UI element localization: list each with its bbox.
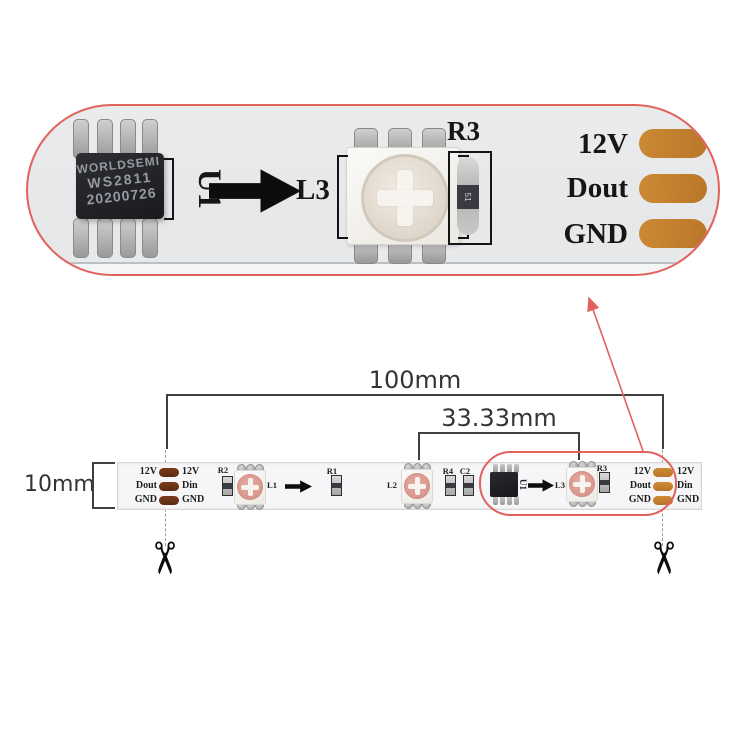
strip-right-label-gnd: GND bbox=[628, 494, 651, 505]
strip-left-label-dout: Dout bbox=[135, 480, 157, 491]
led-ref-designator: L3 bbox=[296, 174, 330, 206]
dimension-width-bracket bbox=[92, 462, 94, 509]
pad-label-gnd: GND bbox=[563, 218, 628, 250]
resistor-body: 51 bbox=[457, 157, 479, 235]
r3-label: R3 bbox=[596, 463, 608, 473]
l1-label: L1 bbox=[267, 480, 277, 490]
r3-resistor bbox=[599, 472, 610, 493]
copper-pad-dout bbox=[639, 174, 707, 203]
ic-pin bbox=[514, 496, 519, 505]
pad-label-dout: Dout bbox=[566, 172, 628, 204]
strip-right-label-12v-outer: 12V bbox=[677, 466, 695, 477]
dimension-length-tick-right bbox=[662, 394, 664, 449]
strip-right-label-dout: Dout bbox=[629, 480, 651, 491]
r4-resistor bbox=[445, 475, 456, 496]
c2-label: C2 bbox=[459, 466, 471, 476]
strip-left-label-12v: 12V bbox=[139, 466, 157, 477]
ic-pin bbox=[514, 464, 519, 473]
strip-left-label-gnd: GND bbox=[134, 494, 157, 505]
resistor-silkscreen-outline bbox=[448, 151, 492, 245]
magnified-section-oval: WORLDSEMI WS2811 20200726 U1 L3 R3 bbox=[26, 104, 720, 276]
scissors-icon: ✂ bbox=[139, 539, 188, 577]
resistor-band-text: 51 bbox=[463, 192, 473, 202]
pad-label-12v: 12V bbox=[578, 128, 628, 160]
chip-silkscreen-bracket bbox=[164, 158, 174, 220]
resistor-ref-designator: R3 bbox=[447, 116, 480, 146]
solder-pad bbox=[159, 496, 179, 505]
led-silkscreen-bracket bbox=[337, 155, 348, 239]
copper-pad-gnd bbox=[639, 219, 707, 248]
solder-pad bbox=[159, 482, 179, 491]
dimension-width-label: 10mm bbox=[24, 472, 95, 497]
r4-label: R4 bbox=[442, 466, 454, 476]
dimension-pitch-tick-right bbox=[578, 432, 580, 460]
dimension-length-label: 100mm bbox=[368, 366, 462, 394]
dimension-length-line bbox=[166, 394, 664, 396]
ic-pin bbox=[73, 218, 89, 258]
strip-right-label-12v: 12V bbox=[633, 466, 651, 477]
r1-resistor bbox=[331, 475, 342, 496]
solder-pad bbox=[159, 468, 179, 477]
ws2811-ic-chip: WORLDSEMI WS2811 20200726 bbox=[76, 153, 164, 219]
l3-label: L3 bbox=[555, 480, 565, 490]
dimension-pitch-tick-left bbox=[418, 432, 420, 460]
r1-label: R1 bbox=[326, 466, 338, 476]
r2-resistor bbox=[222, 476, 233, 496]
ic-pin bbox=[142, 218, 158, 258]
strip-right-label-gnd-outer: GND bbox=[677, 494, 700, 505]
scissors-icon: ✂ bbox=[638, 539, 687, 577]
strip-left-label-gnd-inner: GND bbox=[182, 494, 205, 505]
ic-pin bbox=[97, 218, 113, 258]
r2-label: R2 bbox=[217, 465, 229, 475]
dimension-pitch-line bbox=[418, 432, 580, 434]
dimension-width-tick-bottom bbox=[92, 507, 115, 509]
strip-right-label-din: Din bbox=[677, 480, 693, 491]
copper-pad-12v bbox=[639, 129, 707, 158]
l2-label: L2 bbox=[387, 480, 397, 490]
strip-left-label-din: Din bbox=[182, 480, 198, 491]
dimension-pitch-label: 33.33mm bbox=[441, 404, 557, 432]
data-direction-arrow-icon bbox=[285, 480, 312, 493]
highlighted-segment-oval bbox=[479, 451, 677, 516]
dimension-width-tick-top bbox=[92, 462, 115, 464]
rgb-led-dome bbox=[361, 154, 449, 242]
l1-led-dome bbox=[237, 474, 263, 500]
strip-left-label-12v-inner: 12V bbox=[182, 466, 200, 477]
c2-capacitor bbox=[463, 475, 474, 496]
ic-pin bbox=[120, 218, 136, 258]
l3-led-dome bbox=[569, 471, 595, 497]
led-strip: 12V Dout GND 12V Din GND R2 L1 R1 L bbox=[117, 461, 702, 510]
dimension-length-tick-left bbox=[166, 394, 168, 449]
l2-led-dome bbox=[404, 473, 430, 499]
